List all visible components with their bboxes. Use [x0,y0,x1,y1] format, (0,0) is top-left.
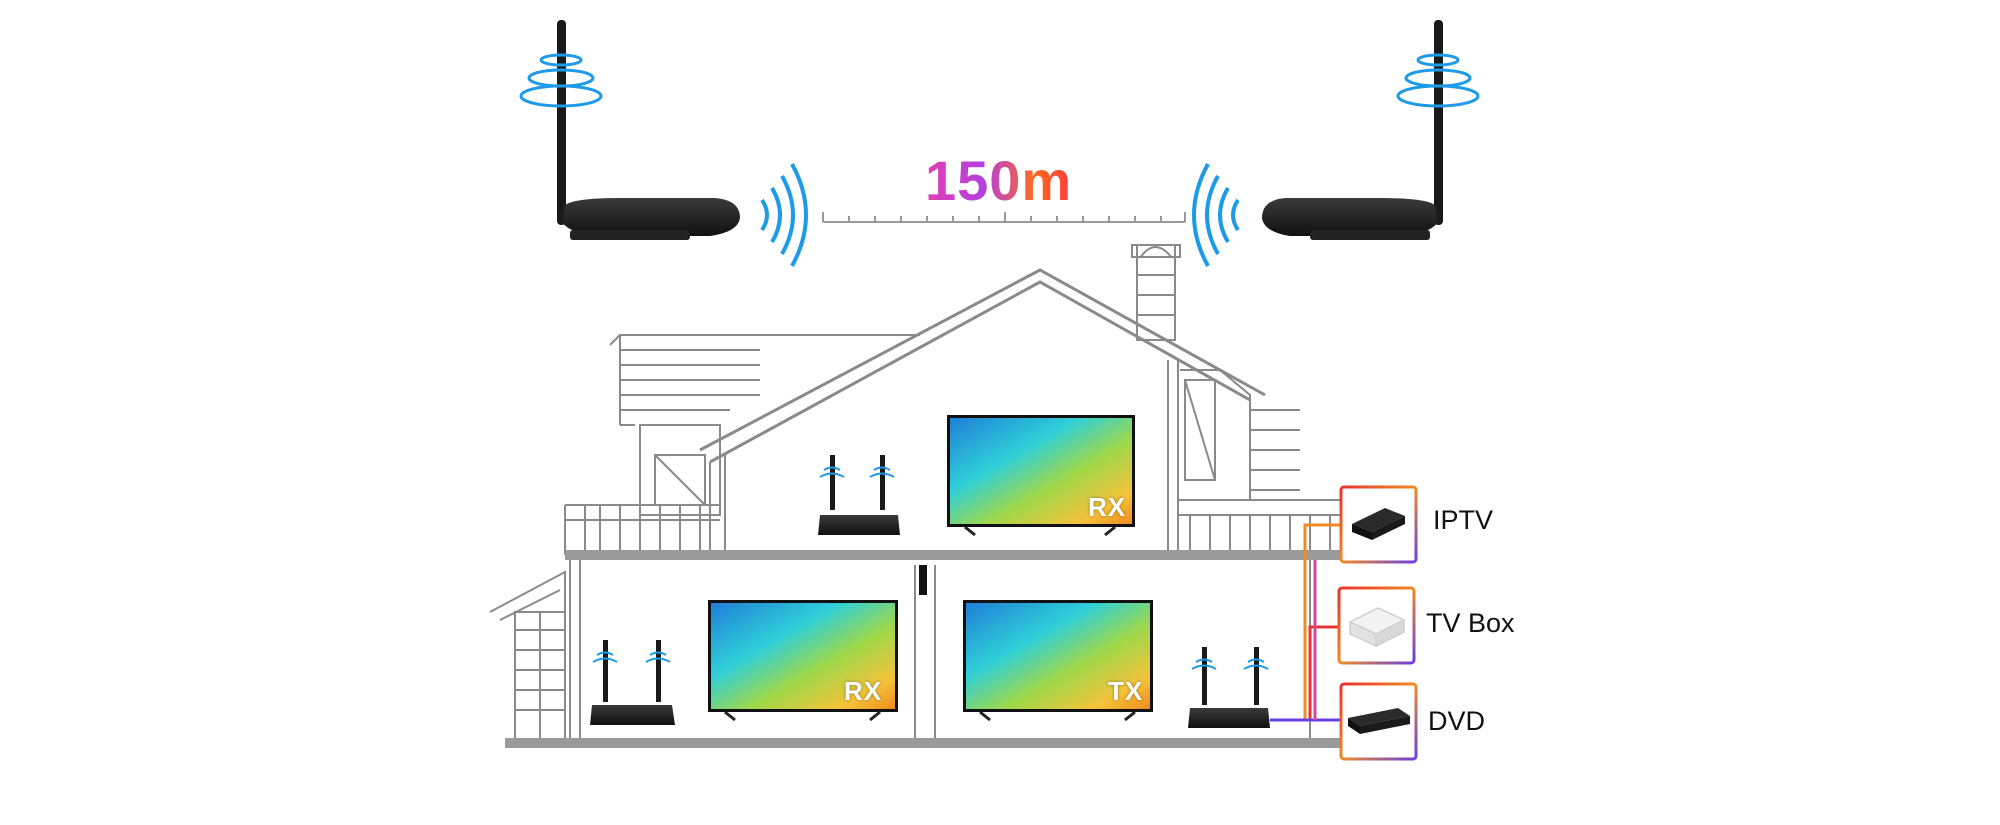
source-box-dvd [1339,682,1418,761]
receiver-downstairs [590,640,675,725]
signal-waves-left [760,163,808,267]
transmitter-left [519,20,740,240]
device-body [1262,198,1438,236]
receiver-upstairs [818,455,900,535]
dvd-player-icon [1348,708,1410,734]
tv-upstairs-label: RX [1088,492,1127,522]
signal-ring-1 [1416,53,1460,67]
tv-downstairs-right [963,600,1153,722]
tv-downstairs-right-label: TX [1108,676,1144,706]
iptv-box-icon [1352,508,1405,540]
device-foot [570,230,690,240]
antenna [1434,20,1443,225]
receiver-right [1262,20,1480,240]
source-label-iptv: IPTV [1433,505,1494,535]
antenna [557,20,566,225]
distance-label: 150m [925,149,1073,212]
distance-ruler [822,212,1186,223]
tv-downstairs-left [708,600,898,722]
source-cables [1270,523,1340,722]
transmitter-downstairs [1188,647,1270,728]
signal-waves-right [1192,163,1240,267]
source-box-tvbox [1337,586,1416,665]
house-outline [489,244,1340,741]
signal-ring-3 [1396,84,1480,108]
ground-floor [505,738,1350,748]
signal-ring-1 [539,53,583,67]
room-divider [919,565,927,595]
device-foot [1310,230,1430,240]
source-label-tvbox: TV Box [1426,608,1515,638]
source-box-iptv [1339,485,1418,564]
tv-box-icon [1348,607,1406,648]
signal-ring-3 [519,84,603,108]
device-body [562,198,740,236]
tv-downstairs-left-label: RX [844,676,883,706]
source-label-dvd: DVD [1428,706,1486,736]
upper-floor [565,550,1345,560]
tv-upstairs [947,415,1135,537]
